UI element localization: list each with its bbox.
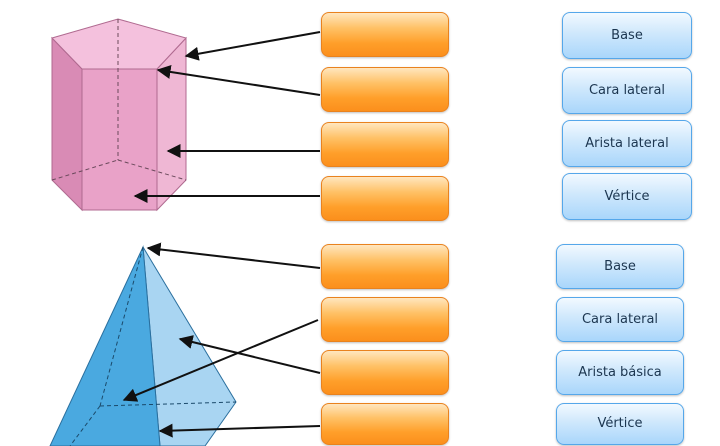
arrow-2: [156, 65, 321, 96]
label-pyramid-base[interactable]: Base: [556, 244, 684, 289]
answer-slot-8[interactable]: [321, 403, 449, 445]
label-prism-base[interactable]: Base: [562, 12, 692, 59]
label-pyramid-vertex[interactable]: Vértice: [556, 403, 684, 445]
pyramid-hidden-edges: [69, 246, 237, 446]
answer-slot-2[interactable]: [321, 67, 449, 112]
prism-top-base: [51, 18, 187, 70]
arrow-1: [184, 31, 321, 61]
hexagonal-prism: [51, 18, 187, 212]
answer-slot-4[interactable]: [321, 176, 449, 221]
pyramid-front-face: [49, 245, 161, 446]
label-pyramid-base-edge[interactable]: Arista básica: [556, 350, 684, 395]
arrow-5: [146, 242, 321, 269]
answer-slot-3[interactable]: [321, 122, 449, 167]
arrow-6: [122, 319, 319, 402]
arrow-7: [178, 335, 321, 374]
prism-front-face: [81, 68, 158, 211]
answer-slot-1[interactable]: [321, 12, 449, 57]
label-prism-vertex[interactable]: Vértice: [562, 173, 692, 220]
pointer-arrows: [122, 31, 321, 438]
label-pyramid-lateral-face[interactable]: Cara lateral: [556, 297, 684, 342]
arrow-8: [158, 423, 321, 438]
answer-slot-5[interactable]: [321, 244, 449, 289]
label-prism-lateral-face[interactable]: Cara lateral: [562, 67, 692, 114]
answer-slot-7[interactable]: [321, 350, 449, 395]
answer-slot-6[interactable]: [321, 297, 449, 342]
prism-hidden-edges: [51, 19, 187, 181]
label-prism-lateral-edge[interactable]: Arista lateral: [562, 120, 692, 167]
